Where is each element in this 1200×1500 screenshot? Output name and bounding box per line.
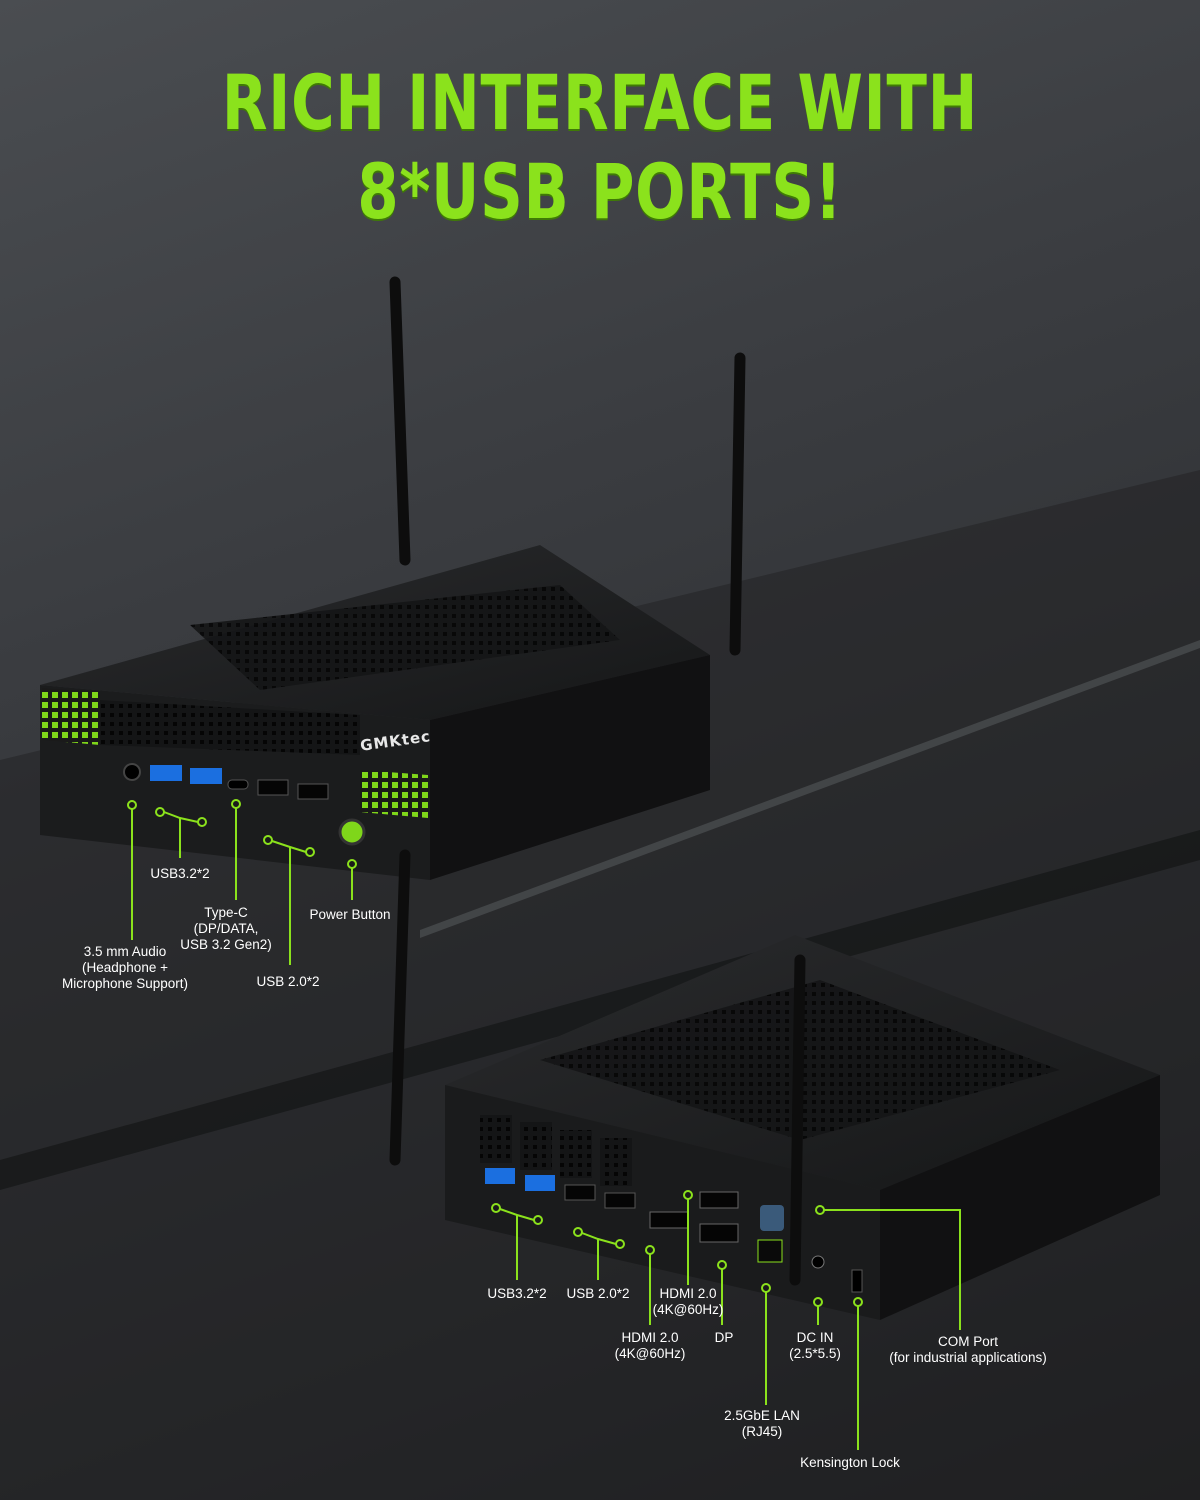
rear-usb32-port-1: [485, 1168, 515, 1184]
usb20-port-1: [257, 779, 289, 796]
rear-com-label: COM Port (for industrial applications): [889, 1334, 1047, 1365]
kensington-slot: [851, 1269, 863, 1293]
rear-vent-1: [480, 1115, 512, 1163]
front-audio-label: 3.5 mm Audio (Headphone + Microphone Sup…: [61, 944, 189, 991]
front-typec-label: Type-C (DP/DATA, USB 3.2 Gen2): [180, 905, 272, 952]
antenna-right: [729, 352, 746, 656]
front-device-front-mesh: [100, 700, 360, 755]
table-edge: [0, 830, 1200, 1190]
audio-jack: [123, 763, 141, 781]
rear-kensington-label: Kensington Lock: [800, 1455, 900, 1470]
rear-usb20-port-2: [604, 1192, 636, 1209]
shelf-edge-light: [420, 640, 1200, 938]
antenna-left: [389, 276, 411, 566]
rear-vent-4: [600, 1138, 632, 1186]
rear-callouts: [491, 1190, 961, 1450]
rear-usb32-label: USB3.2*2: [487, 1286, 547, 1301]
rear-usb32-port-2: [525, 1175, 555, 1191]
rear-dp-label: DP: [714, 1330, 734, 1345]
rear-lan-label: 2.5GbE LAN (RJ45): [724, 1408, 800, 1439]
front-device: [40, 276, 746, 880]
rear-hdmi-upper-label: HDMI 2.0 (4K@60Hz): [652, 1286, 724, 1317]
rear-vent-2: [520, 1122, 552, 1170]
lan-port: [757, 1239, 783, 1263]
front-device-side-face: [430, 655, 710, 880]
front-device-top-mesh: [190, 585, 620, 690]
usb32-port-1: [150, 765, 182, 781]
headline: RICH INTERFACE WITH 8*USB PORTS!: [221, 58, 979, 236]
green-vent-left: [42, 688, 100, 745]
typec-port: [227, 779, 249, 790]
rear-antenna-left: [389, 849, 411, 1166]
rear-hdmi-lower-label: HDMI 2.0 (4K@60Hz): [614, 1330, 686, 1361]
dc-in-port: [811, 1255, 825, 1269]
rear-dcin-label: DC IN (2.5*5.5): [789, 1330, 841, 1361]
power-button: [338, 818, 366, 846]
dp-port: [699, 1223, 739, 1243]
rear-usb20-label: USB 2.0*2: [566, 1286, 630, 1301]
rear-device: [389, 849, 1160, 1320]
green-vent-right: [360, 770, 428, 818]
rear-vent-3: [560, 1130, 592, 1178]
hdmi-port-upper: [699, 1191, 739, 1209]
rear-antenna-right: [789, 954, 806, 1286]
rear-usb20-port-1: [564, 1184, 596, 1201]
rear-device-side-face: [880, 1075, 1160, 1320]
front-usb32-label: USB3.2*2: [150, 866, 210, 881]
hdmi-port-lower: [649, 1211, 689, 1229]
front-power-label: Power Button: [309, 907, 391, 922]
com-port: [760, 1205, 784, 1231]
usb20-port-2: [297, 783, 329, 800]
usb32-port-2: [190, 768, 222, 784]
front-callouts: [127, 799, 357, 965]
front-usb20-label: USB 2.0*2: [256, 974, 320, 989]
